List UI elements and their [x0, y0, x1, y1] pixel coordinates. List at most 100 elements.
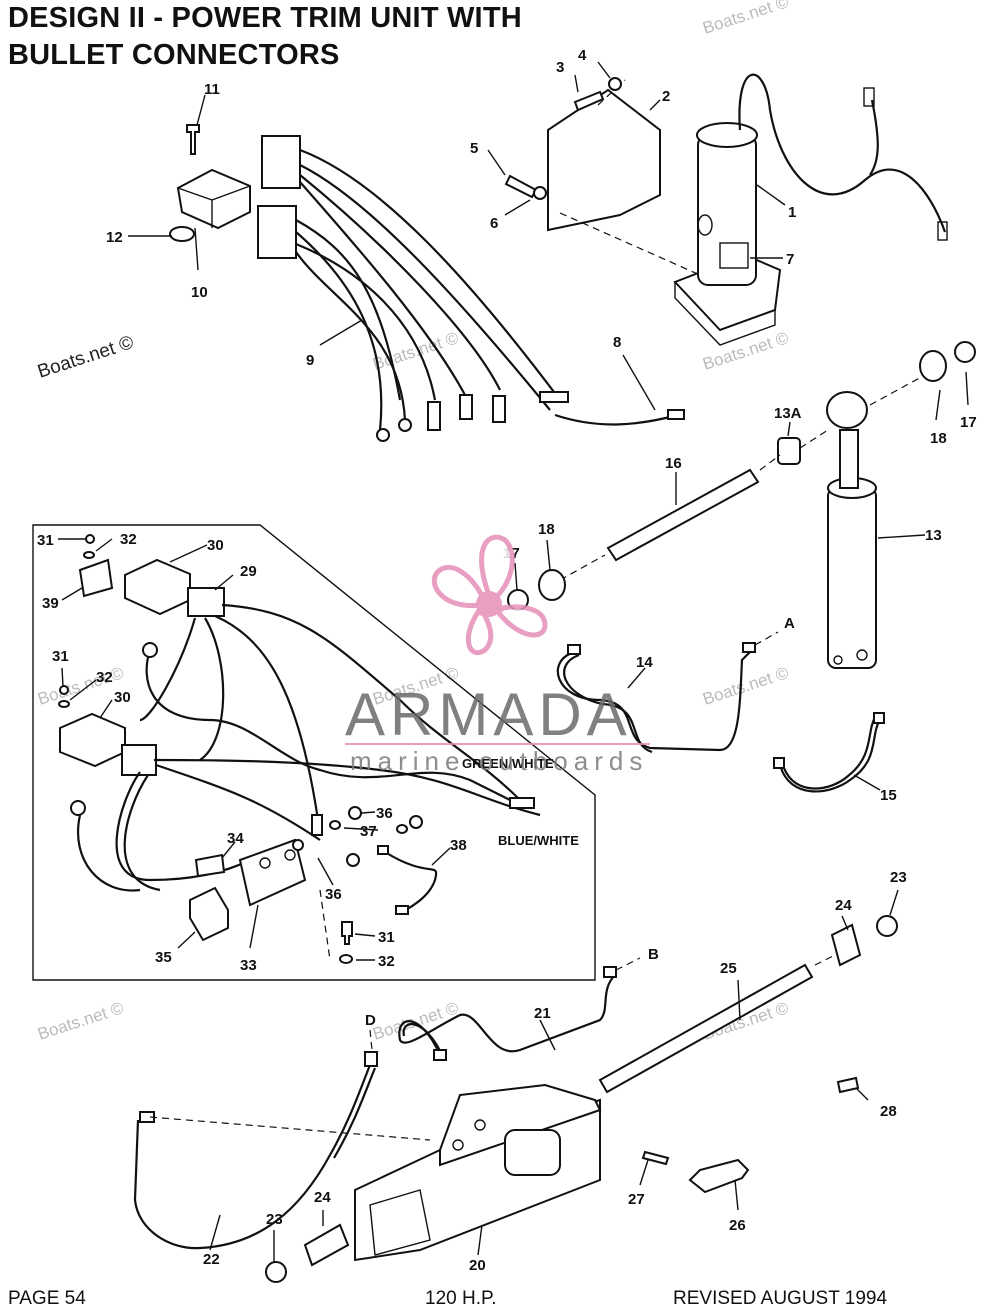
callout-5: 5	[470, 140, 478, 157]
watermark: Boats.net ©	[35, 998, 126, 1044]
callout-35: 35	[155, 949, 172, 966]
nut-23-upper	[876, 915, 898, 937]
callout-6: 6	[490, 215, 498, 232]
nut-36-group	[292, 806, 362, 867]
trim-cylinder-13	[826, 391, 877, 669]
pin-25	[598, 963, 814, 1094]
logo-tagline: marine outboards	[350, 746, 648, 776]
callout-25: 25	[720, 960, 737, 977]
callout-3: 3	[556, 59, 564, 76]
line-22	[133, 1029, 431, 1250]
callout-18-top: 18	[930, 430, 947, 447]
bushing-24-upper	[830, 923, 862, 967]
line-21	[398, 957, 641, 1061]
callout-30-mid: 30	[114, 689, 131, 706]
callout-22: 22	[203, 1251, 220, 1268]
relay-30-top	[124, 558, 191, 616]
diagram-title-line2: BULLET CONNECTORS	[8, 39, 340, 71]
watermark: Boats.net ©	[35, 663, 126, 709]
callout-12: 12	[106, 229, 123, 246]
callout-1: 1	[788, 204, 796, 221]
callout-33: 33	[240, 957, 257, 974]
callout-17-top: 17	[960, 414, 977, 431]
callout-10: 10	[191, 284, 208, 301]
pin-28	[836, 1076, 860, 1094]
callout-7: 7	[786, 251, 794, 268]
manifold-20	[354, 1083, 602, 1262]
relay-10	[176, 168, 251, 230]
footer-model: 120 H.P.	[425, 1288, 497, 1309]
wire-label-blue-white: BLUE/WHITE	[498, 833, 579, 848]
callout-4: 4	[578, 47, 587, 64]
propeller-icon	[431, 534, 548, 655]
watermark: Boats.net ©	[700, 0, 791, 38]
bushing-24-lower	[303, 1223, 350, 1267]
pump-motor-assembly	[673, 73, 948, 346]
callout-27: 27	[628, 1191, 645, 1208]
screw-27	[641, 1150, 670, 1166]
callout-16: 16	[665, 455, 682, 472]
washer-18-mid	[538, 569, 566, 601]
wire-label-green-white: GREEN/WHITE	[462, 756, 554, 771]
screw-31-c	[341, 921, 353, 945]
callout-38: 38	[450, 837, 467, 854]
washer-18-top	[919, 350, 947, 382]
mounting-bracket	[547, 79, 701, 276]
circuit-breaker-35	[189, 886, 229, 942]
terminal-block-33	[238, 838, 307, 907]
pin-16	[606, 468, 760, 562]
armada-logo: ARMADA marine outboards	[345, 534, 650, 776]
callout-24-upper: 24	[835, 897, 852, 914]
callout-14: 14	[636, 654, 653, 671]
relay-30-mid	[59, 712, 126, 768]
leader-lines	[58, 61, 969, 1262]
callout-21: 21	[534, 1005, 551, 1022]
callout-13a: 13A	[774, 405, 802, 422]
callout-9: 9	[306, 352, 314, 369]
connector-29	[139, 587, 521, 821]
washer-37-group	[329, 815, 423, 834]
watermark-dark: Boats.net ©	[35, 332, 136, 383]
callout-8: 8	[613, 334, 621, 351]
callout-32-b: 32	[96, 669, 113, 686]
callout-23-lower: 23	[266, 1211, 283, 1228]
clamp-26	[688, 1158, 750, 1194]
callout-11: 11	[204, 81, 220, 98]
watermark: Boats.net ©	[700, 663, 791, 709]
callout-15: 15	[880, 787, 897, 804]
point-b: B	[648, 946, 659, 963]
jumper-wire-38	[377, 845, 438, 915]
callout-28: 28	[880, 1103, 897, 1120]
callout-37: 37	[360, 823, 377, 840]
wiring-harness-9	[257, 135, 685, 442]
washer-32-a	[83, 551, 95, 559]
callout-26: 26	[729, 1217, 746, 1234]
callout-23-upper: 23	[890, 869, 907, 886]
bolt-3	[573, 90, 605, 112]
bolt-5	[504, 174, 538, 199]
callout-13: 13	[925, 527, 942, 544]
washer-32-b	[58, 700, 70, 708]
callout-32-a: 32	[120, 531, 137, 548]
callout-20: 20	[469, 1257, 486, 1274]
nut-23-lower	[265, 1261, 287, 1283]
point-a: A	[784, 615, 795, 632]
line-15	[773, 712, 885, 793]
screw-31-b	[59, 685, 69, 695]
bushing-13a	[777, 437, 801, 465]
callout-31-c: 31	[378, 929, 395, 946]
callout-30-top: 30	[207, 537, 224, 554]
callout-32-c: 32	[378, 953, 395, 970]
hose-14	[556, 631, 779, 754]
bracket-39	[78, 558, 114, 598]
callouts: 1 2 3 4 5 6 7 8 9 10 11 12 13 13A 14 15 …	[37, 47, 977, 1274]
screw-11	[186, 124, 200, 155]
insulator-34	[194, 853, 226, 878]
callout-31-b: 31	[52, 648, 69, 665]
clip-12	[169, 226, 195, 242]
callout-36-a: 36	[325, 886, 342, 903]
washer-4	[608, 77, 622, 91]
screw-31-a	[85, 534, 95, 544]
